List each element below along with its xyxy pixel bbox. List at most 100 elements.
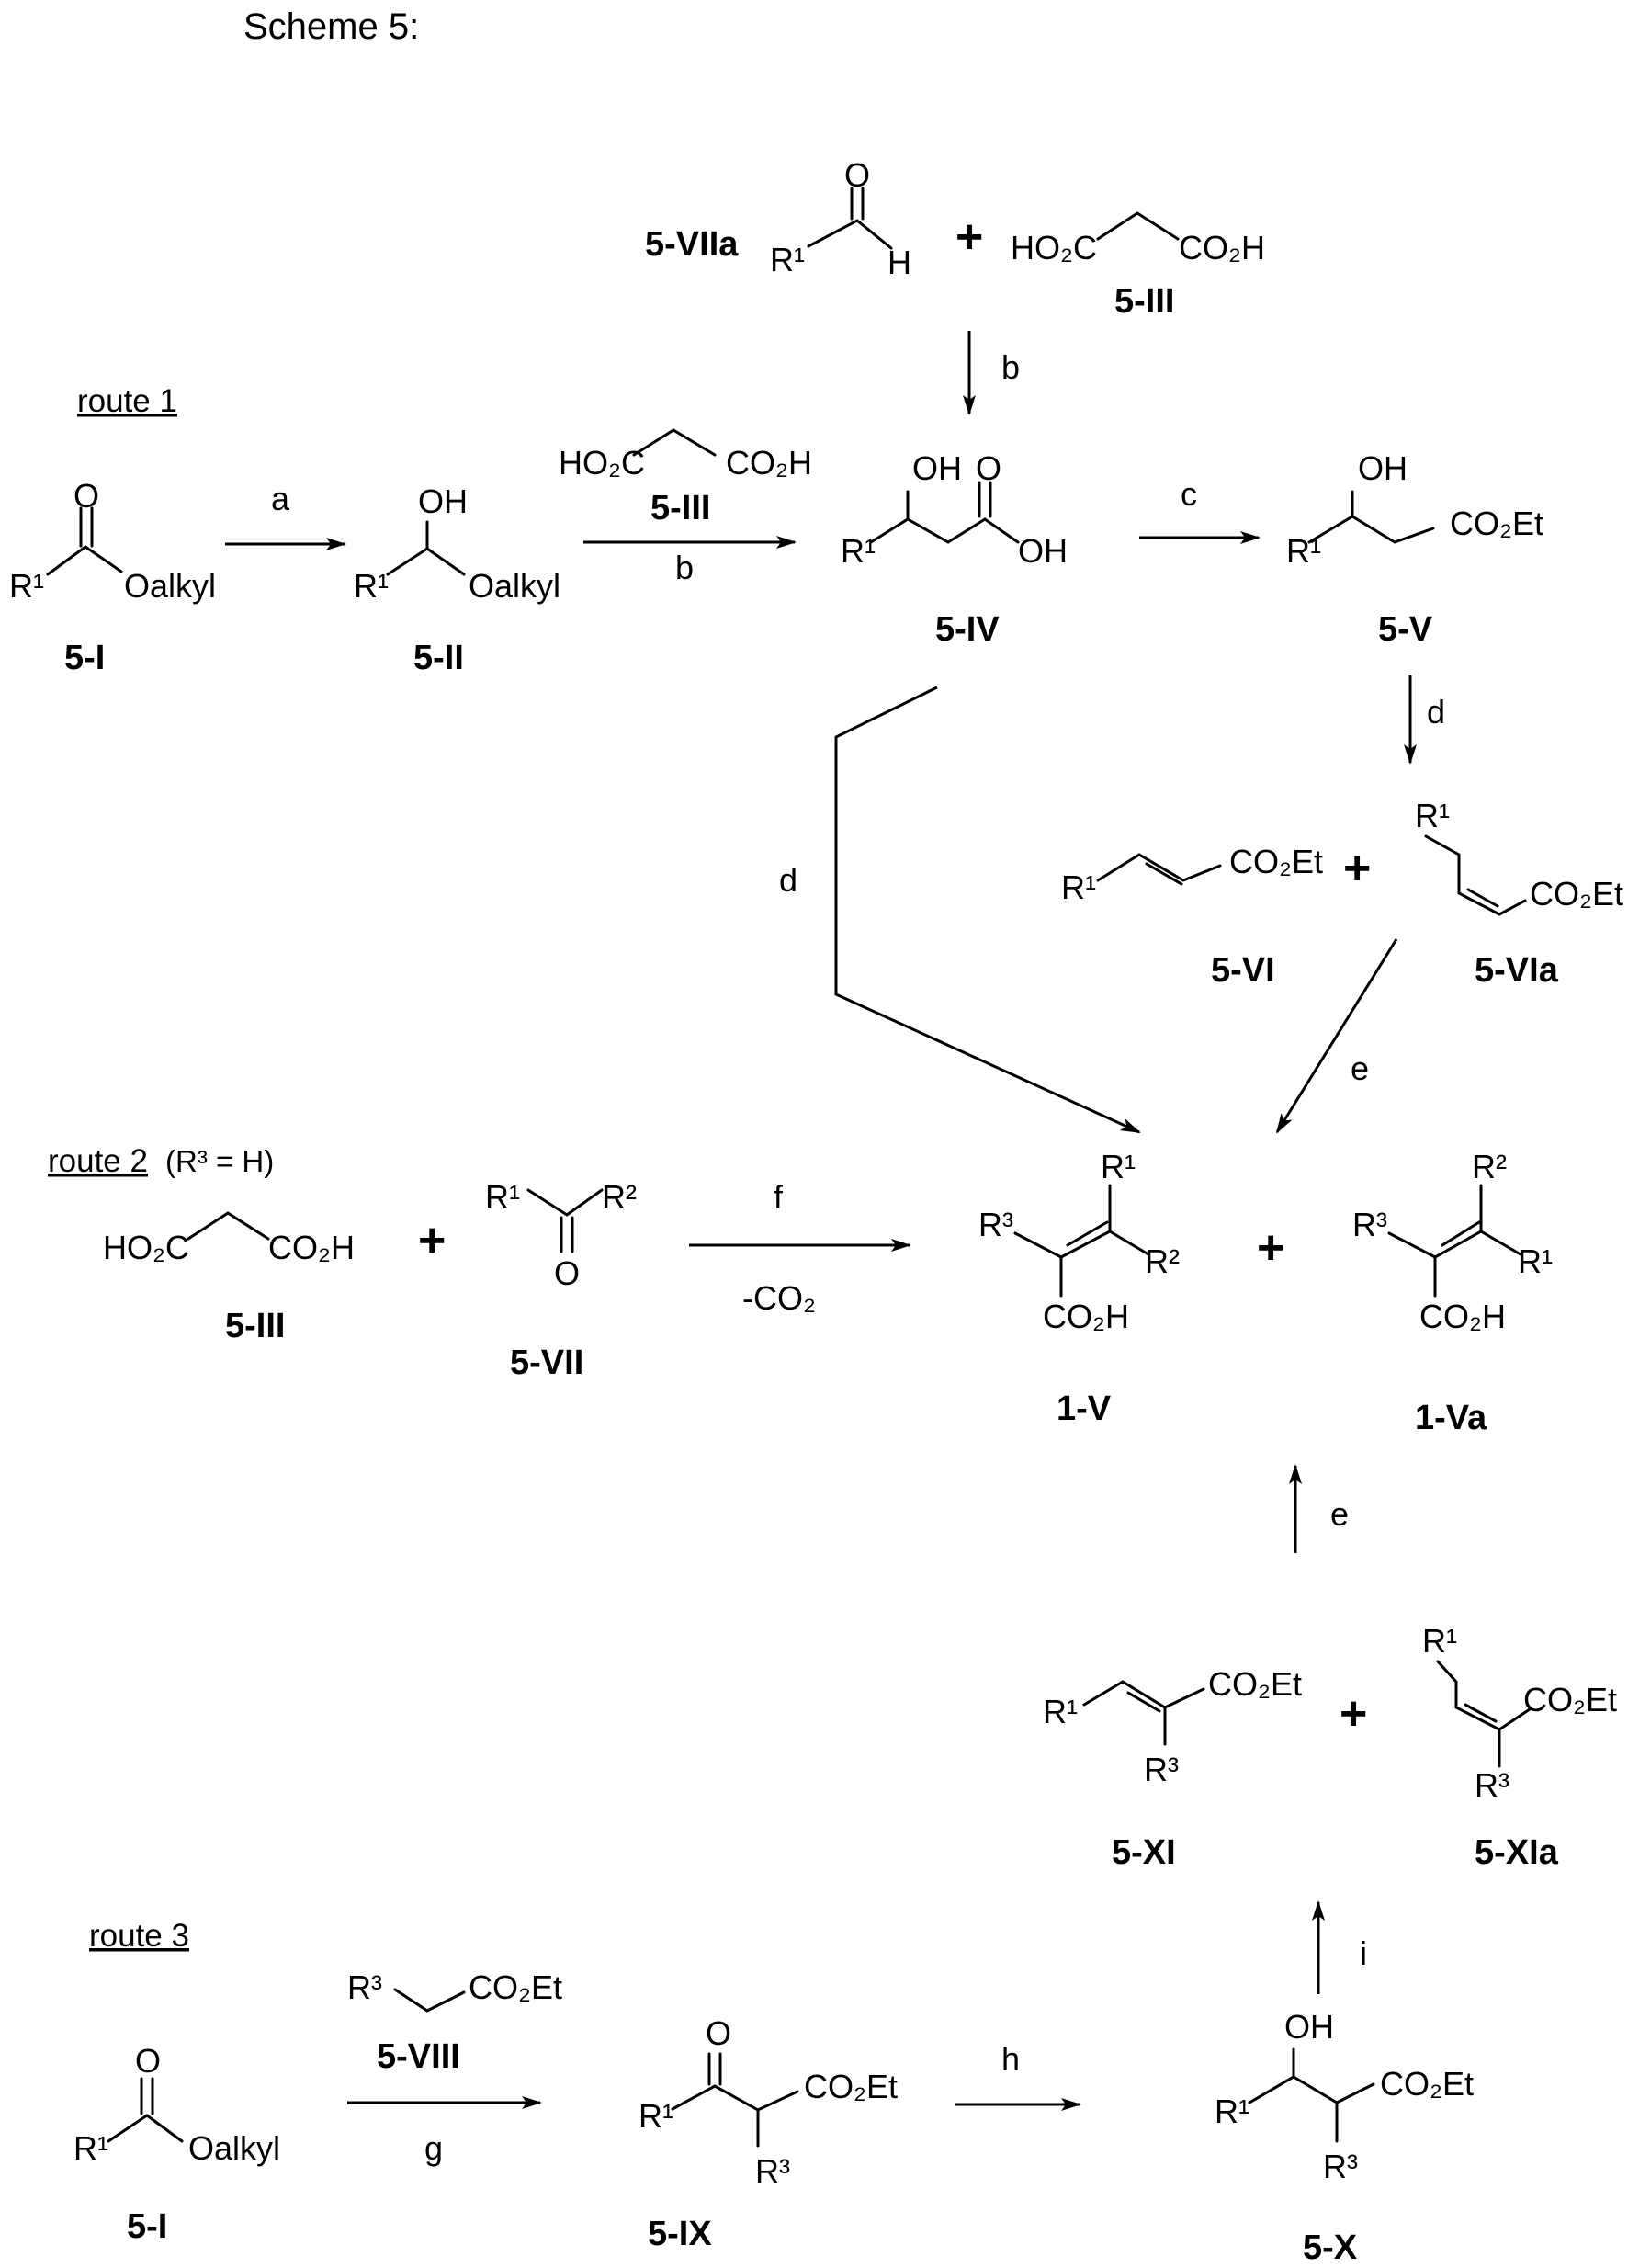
co2et-label: CO₂Et <box>1523 1681 1617 1718</box>
structure-5-XIa: R¹ CO₂Et R³ <box>1422 1622 1617 1804</box>
co2h-label: CO₂H <box>726 444 812 482</box>
r1-label: R¹ <box>1286 532 1321 570</box>
compound-5-X: 5-X <box>1303 2228 1358 2267</box>
structure-1-Va: R³ R² R¹ CO₂H <box>1352 1148 1553 1335</box>
structure-5-V: OH R¹ CO₂Et <box>1286 449 1543 570</box>
oh-label: OH <box>1284 2008 1334 2046</box>
co2et-label: CO₂Et <box>1229 843 1323 880</box>
structure-5-IX: O R¹ CO₂Et R³ <box>639 2014 898 2190</box>
co2et-label: CO₂Et <box>1530 875 1623 913</box>
compound-1-V: 1-V <box>1057 1389 1112 1428</box>
compound-5-VIII: 5-VIII <box>377 2037 460 2076</box>
oh-label-2: OH <box>1018 532 1068 570</box>
compound-5-V: 5-V <box>1378 610 1433 649</box>
r1-label: R¹ <box>1101 1148 1136 1185</box>
co2et-label: CO₂Et <box>1380 2065 1474 2103</box>
o-label: O <box>73 477 99 515</box>
structure-5-I-route3: O R¹ Oalkyl <box>73 2042 280 2167</box>
oalkyl-label: Oalkyl <box>469 567 560 605</box>
reagent-i-label: i <box>1360 1934 1367 1972</box>
r1-label: R¹ <box>639 2097 673 2135</box>
compound-5-I-route1: 5-I <box>64 639 105 677</box>
r1-label: R¹ <box>1518 1242 1553 1280</box>
r3-label: R³ <box>1352 1206 1387 1243</box>
plus-sign: + <box>955 210 983 264</box>
structure-5-X: OH R¹ CO₂Et R³ <box>1215 2008 1474 2185</box>
reagent-g-label: g <box>424 2129 443 2167</box>
r1-label: R¹ <box>9 567 44 605</box>
ho2c-label: HO₂C <box>103 1229 189 1266</box>
arrow-d-bent <box>836 687 1139 1132</box>
route-1-label: route 1 <box>77 383 177 419</box>
structure-5-II: OH R¹ Oalkyl <box>354 482 560 605</box>
reagent-d-label-2: d <box>779 861 797 899</box>
reagent-c-label: c <box>1181 475 1197 513</box>
compound-5-I-route3: 5-I <box>127 2207 167 2246</box>
compound-5-VI: 5-VI <box>1211 951 1275 990</box>
plus-sign-3: + <box>418 1214 446 1267</box>
plus-sign-5: + <box>1340 1687 1367 1741</box>
r1-label: R¹ <box>485 1178 520 1216</box>
structure-5-III-route2: HO₂C CO₂H <box>103 1213 355 1266</box>
oh-label: OH <box>1358 449 1408 487</box>
o-label: O <box>135 2042 161 2080</box>
structure-1-V: R³ R¹ R² CO₂H <box>978 1148 1180 1335</box>
plus-sign-2: + <box>1343 842 1371 895</box>
r1-label: R¹ <box>1415 797 1450 834</box>
co2h-label: CO₂H <box>1179 229 1265 266</box>
structure-5-VIIa: O R¹ H <box>770 156 911 281</box>
r2-label: R² <box>1472 1148 1507 1185</box>
oh-label: OH <box>912 449 962 487</box>
r3-label: R³ <box>755 2152 790 2190</box>
compound-5-III-route2: 5-III <box>225 1307 285 1345</box>
compound-5-IV: 5-IV <box>935 610 1000 649</box>
arrow-e-diagonal <box>1277 939 1396 1132</box>
reagent-b-label-2: b <box>675 549 694 586</box>
compound-5-VIa: 5-VIa <box>1475 951 1559 990</box>
compound-5-III-route1: 5-III <box>650 489 710 527</box>
o-label: O <box>844 156 870 194</box>
route-3-label: route 3 <box>89 1918 189 1954</box>
oalkyl-label: Oalkyl <box>124 567 216 605</box>
r1-label: R¹ <box>1215 2092 1249 2130</box>
r1-label: R¹ <box>1422 1622 1457 1660</box>
reagent-d-label: d <box>1427 693 1445 731</box>
compound-5-XI: 5-XI <box>1112 1833 1176 1872</box>
oh-label: OH <box>418 482 468 520</box>
structure-5-III-top: HO₂C CO₂H <box>1011 213 1265 266</box>
compound-5-XIa: 5-XIa <box>1475 1833 1559 1872</box>
reagent-h-label: h <box>1001 2040 1020 2078</box>
structure-5-VIa: R¹ CO₂Et <box>1415 797 1623 914</box>
structure-5-VII: O R¹ R² <box>485 1178 637 1292</box>
r3-label: R³ <box>347 1968 382 2006</box>
r1-label: R¹ <box>1043 1693 1078 1730</box>
co2h-label: CO₂H <box>1043 1298 1129 1335</box>
co2et-label: CO₂Et <box>469 1968 562 2006</box>
o-label: O <box>976 449 1001 487</box>
r1-label: R¹ <box>354 567 389 605</box>
o-label: O <box>706 2014 731 2052</box>
compound-5-VII: 5-VII <box>510 1344 583 1382</box>
ho2c-label: HO₂C <box>559 444 645 482</box>
compound-5-III-top: 5-III <box>1114 282 1174 321</box>
reagent-co2-label: -CO₂ <box>742 1279 816 1317</box>
r1-label: R¹ <box>770 241 805 278</box>
h-label: H <box>887 244 911 281</box>
structure-5-I-route1: O R¹ Oalkyl <box>9 477 216 605</box>
reagent-a-label: a <box>271 480 290 517</box>
co2et-label: CO₂Et <box>1450 505 1543 542</box>
co2et-label: CO₂Et <box>804 2068 898 2105</box>
structure-5-XI: R¹ CO₂Et R³ <box>1043 1665 1302 1788</box>
r1-label: R¹ <box>73 2129 108 2167</box>
route-2-condition: (R³ = H) <box>165 1144 274 1178</box>
r3-label: R³ <box>1475 1766 1509 1804</box>
reagent-b-label: b <box>1001 348 1020 386</box>
structure-5-III-route1: HO₂C CO₂H <box>559 430 812 482</box>
oalkyl-label: Oalkyl <box>188 2129 280 2167</box>
structure-5-IV: OH O R¹ OH <box>841 449 1068 570</box>
scheme-title: Scheme 5: <box>243 6 419 47</box>
compound-5-II: 5-II <box>413 639 464 677</box>
r2-label: R² <box>602 1178 637 1216</box>
r3-label: R³ <box>1323 2148 1358 2185</box>
